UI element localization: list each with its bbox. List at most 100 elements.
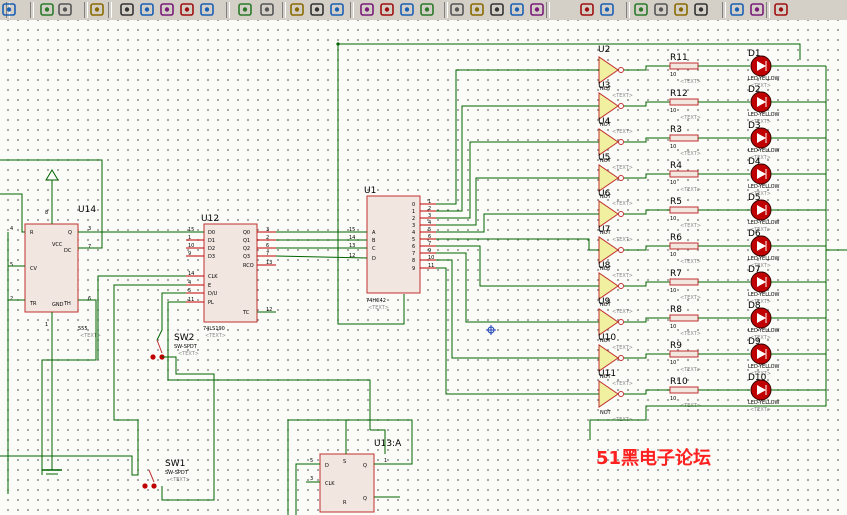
- cut-icon[interactable]: [288, 1, 306, 18]
- gate-text: <TEXT>: [612, 237, 633, 243]
- block-move-icon[interactable]: [378, 1, 396, 18]
- led-text: <TEXT>: [750, 155, 771, 161]
- u12-body[interactable]: [203, 223, 258, 323]
- not-gate-bubble: [618, 283, 624, 289]
- switch-contact[interactable]: [150, 354, 156, 360]
- u13-body[interactable]: [319, 453, 375, 513]
- not-gate[interactable]: [598, 56, 619, 84]
- resistor[interactable]: [669, 62, 699, 70]
- u1-pin-label: 9: [412, 266, 415, 272]
- clk-wire: [97, 275, 186, 360]
- u1-pin-number: 15: [349, 227, 355, 233]
- resistor[interactable]: [669, 278, 699, 286]
- zoom-all-icon[interactable]: [178, 1, 196, 18]
- not-gate-bubble: [618, 391, 624, 397]
- packaging-icon[interactable]: [488, 1, 506, 18]
- led-arrow: [757, 277, 766, 287]
- netlist-icon[interactable]: [748, 1, 766, 18]
- resistor[interactable]: [669, 206, 699, 214]
- resistor-ref: R6: [670, 233, 682, 243]
- u1-pin-number: 6: [428, 234, 431, 240]
- panel-icon[interactable]: [0, 1, 18, 18]
- u14-part: 555: [78, 326, 88, 332]
- grid-icon[interactable]: [56, 1, 74, 18]
- u12-part: 74LS190: [203, 326, 225, 332]
- property-tool-icon[interactable]: [598, 1, 616, 18]
- gate-ref: U9: [598, 297, 611, 307]
- gate-ref: U2: [598, 45, 610, 55]
- resistor[interactable]: [669, 350, 699, 358]
- gate-text: <TEXT>: [612, 129, 633, 135]
- undo-icon[interactable]: [236, 1, 254, 18]
- u14-pin-label: VCC: [52, 242, 63, 248]
- resistor[interactable]: [669, 314, 699, 322]
- switch-contact[interactable]: [151, 483, 157, 489]
- u12-pin-number: 7: [266, 251, 269, 257]
- zoom-in-icon[interactable]: [138, 1, 156, 18]
- gate-text: <TEXT>: [612, 381, 633, 387]
- led-part: LED-YELLOW: [748, 256, 780, 262]
- led-part: LED-YELLOW: [748, 184, 780, 190]
- resistor-text: <TEXT>: [680, 187, 701, 193]
- resistor[interactable]: [669, 242, 699, 250]
- u14-pin-number: 8: [45, 210, 48, 216]
- gate-part: NOT: [600, 338, 612, 344]
- pick-device-icon[interactable]: [448, 1, 466, 18]
- top-bus-wire: [338, 43, 801, 60]
- u1-pin-number: 13: [349, 243, 355, 249]
- redo-icon[interactable]: [258, 1, 276, 18]
- gate-part: NOT: [600, 122, 612, 128]
- origin-icon[interactable]: [88, 1, 106, 18]
- u12-pin-number: 12: [266, 307, 272, 313]
- goto-sheet-icon[interactable]: [692, 1, 710, 18]
- search-icon[interactable]: [578, 1, 596, 18]
- block-rotate-icon[interactable]: [398, 1, 416, 18]
- u12-pin-label: D0: [208, 230, 215, 236]
- export-icon[interactable]: [728, 1, 746, 18]
- resistor[interactable]: [669, 386, 699, 394]
- paste-icon[interactable]: [328, 1, 346, 18]
- schematic-svg[interactable]: U2NOT<TEXT>R1110<TEXT>D1LED-YELLOW<TEXT>…: [0, 20, 847, 515]
- zoom-area-icon[interactable]: [198, 1, 216, 18]
- decompose-icon[interactable]: [508, 1, 526, 18]
- refresh-icon[interactable]: [38, 1, 56, 18]
- new-sheet-icon[interactable]: [652, 1, 670, 18]
- led-part: LED-YELLOW: [748, 328, 780, 334]
- resistor[interactable]: [669, 98, 699, 106]
- u1-body[interactable]: [366, 195, 421, 294]
- resistor[interactable]: [669, 170, 699, 178]
- zoom-out-icon[interactable]: [158, 1, 176, 18]
- switch-contact[interactable]: [142, 483, 148, 489]
- u12-pin-label: E: [208, 283, 211, 289]
- u1-pin-number: 2: [428, 206, 431, 212]
- u12-pin-label: Q3: [243, 254, 250, 260]
- copy-icon[interactable]: [308, 1, 326, 18]
- make-device-icon[interactable]: [468, 1, 486, 18]
- wire-autorouter-icon[interactable]: [528, 1, 546, 18]
- toolbar-separator: [444, 2, 448, 18]
- toolbar-separator: [350, 2, 354, 18]
- resistor-value: 10: [670, 324, 676, 330]
- gate-ref: U6: [598, 189, 611, 199]
- u13-pin-label: Q: [363, 463, 367, 469]
- not-gate-bubble: [618, 67, 624, 73]
- led-text: <TEXT>: [750, 191, 771, 197]
- toolbar-separator: [108, 2, 112, 18]
- u1-pin-label: 1: [412, 209, 415, 215]
- led-arrow: [757, 97, 766, 107]
- pan-icon[interactable]: [118, 1, 136, 18]
- u13-pin-label: R: [343, 500, 347, 506]
- design-explorer-icon[interactable]: [632, 1, 650, 18]
- decoder-output-wire: [436, 259, 589, 359]
- resistor[interactable]: [669, 134, 699, 142]
- u14-text: <TEXT>: [80, 333, 101, 339]
- bill-of-materials-icon[interactable]: [772, 1, 790, 18]
- u1-ref: U1: [364, 186, 376, 196]
- toolbar-separator: [30, 2, 34, 18]
- led-text: <TEXT>: [750, 119, 771, 125]
- block-delete-icon[interactable]: [418, 1, 436, 18]
- u1-pin-number: 5: [428, 227, 431, 233]
- remove-sheet-icon[interactable]: [672, 1, 690, 18]
- block-copy-icon[interactable]: [358, 1, 376, 18]
